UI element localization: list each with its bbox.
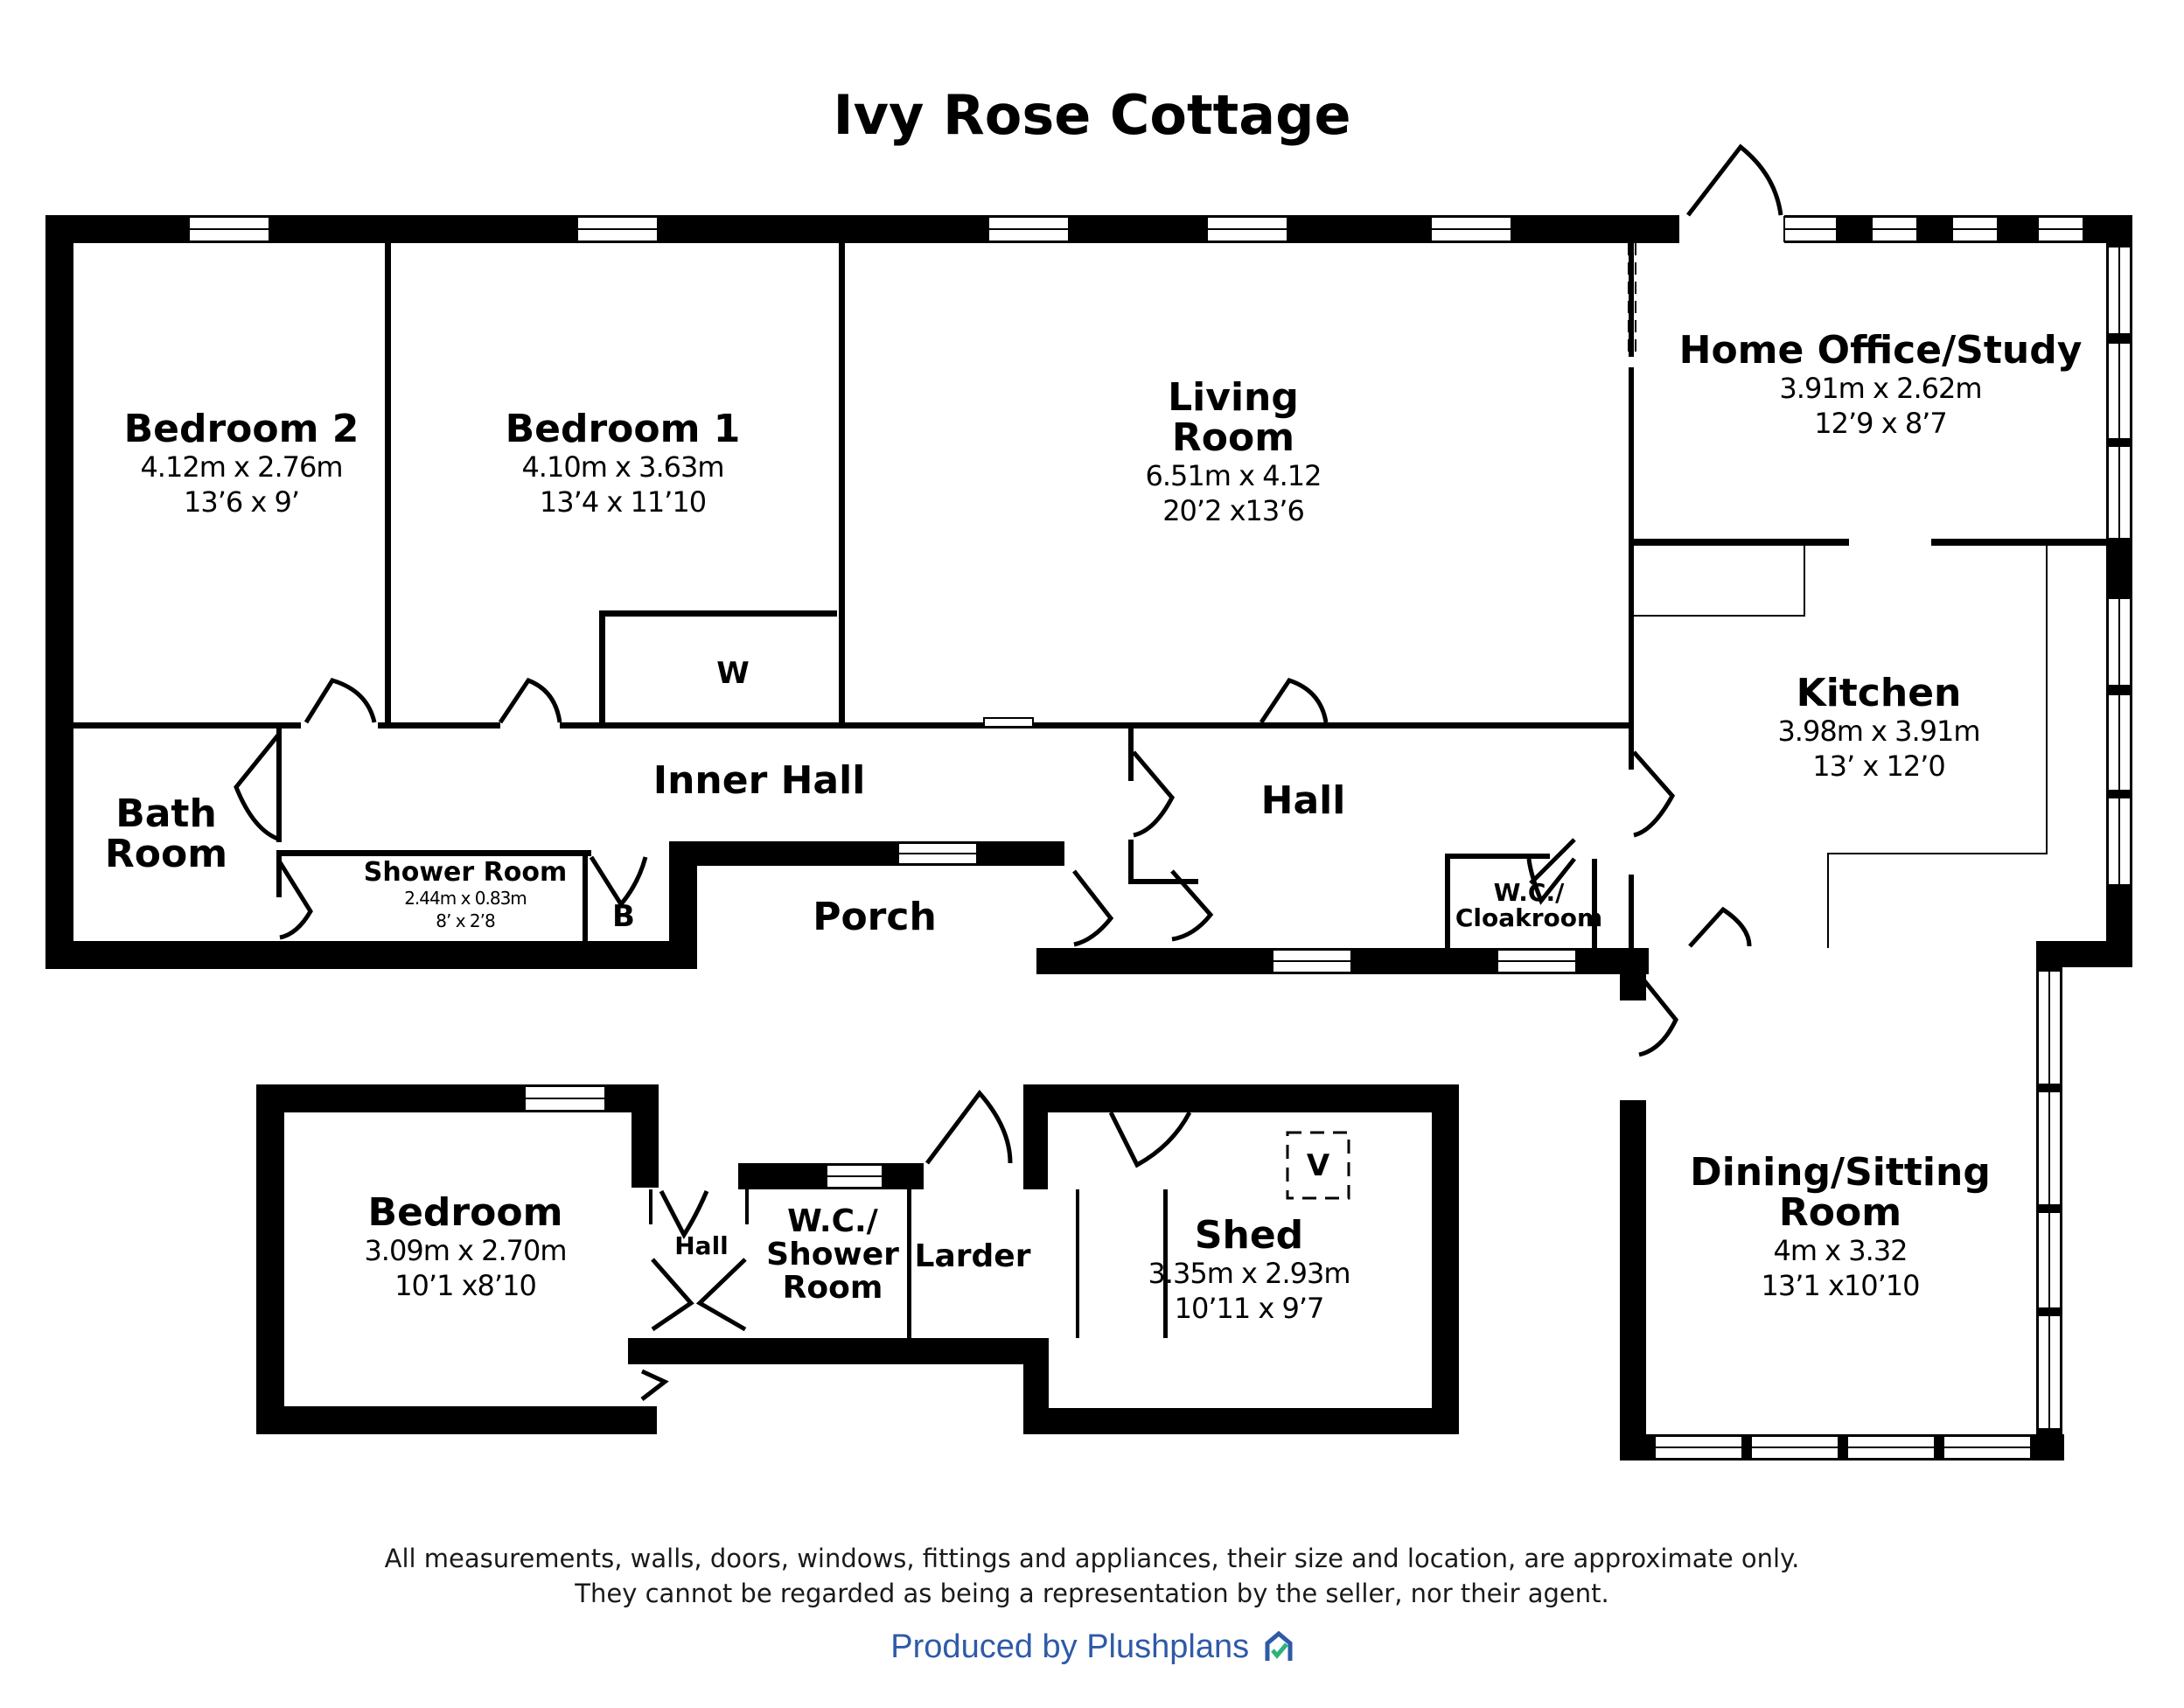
boiler-mark: B [612, 899, 635, 934]
room-shed: Shed 3.35m x 2.93m 10’11 x 9’7 [1148, 1213, 1350, 1326]
vent-box [1286, 1131, 1350, 1200]
room-name: Bedroom [367, 1190, 563, 1235]
room-annex-wc-shower: W.C./ Shower Room [766, 1205, 899, 1304]
room-annex-bedroom: Bedroom 3.09m x 2.70m 10’1 x8’10 [364, 1190, 567, 1303]
room-name-line1: W.C./ [1493, 878, 1565, 907]
page-title: Ivy Rose Cottage [833, 83, 1351, 147]
room-name: Hall [674, 1231, 729, 1260]
room-name-line2: Cloakroom [1455, 903, 1603, 933]
room-metric: 4m x 3.32 [1773, 1234, 1908, 1268]
plushplans-logo-icon [1265, 1630, 1293, 1661]
room-imperial: 8’ x 2’8 [436, 910, 495, 931]
room-imperial: 13’4 x 11’10 [539, 485, 707, 519]
room-name-line2: Room [1778, 1190, 1902, 1236]
room-living: Living Room 6.51m x 4.12 20’2 x13’6 [1145, 375, 1322, 528]
room-name: Home Office/Study [1678, 328, 2083, 373]
room-name: Porch [813, 895, 937, 939]
room-imperial: 20’2 x13’6 [1162, 494, 1305, 528]
room-name-line1: Bath [115, 791, 217, 836]
room-metric: 3.35m x 2.93m [1148, 1257, 1350, 1291]
room-imperial: 13’1 x10’10 [1761, 1269, 1921, 1303]
producer-credit: Produced by Plushplans [0, 1628, 2184, 1666]
room-name: Bedroom 1 [505, 407, 741, 451]
room-metric: 3.91m x 2.62m [1779, 372, 1982, 406]
room-imperial: 10’11 x 9’7 [1174, 1292, 1325, 1326]
room-metric: 4.12m x 2.76m [140, 450, 343, 485]
disclaimer-line-1: All measurements, walls, doors, windows,… [384, 1544, 1800, 1573]
room-hall: Hall [1260, 778, 1346, 823]
room-name-line2: Shower [766, 1236, 899, 1272]
interior-walls [73, 243, 2106, 1338]
doors [234, 143, 1783, 1401]
room-kitchen: Kitchen 3.98m x 3.91m 13’ x 12’0 [1777, 671, 1980, 784]
room-metric: 2.44m x 0.83m [404, 887, 527, 909]
room-porch: Porch [813, 895, 937, 939]
room-imperial: 10’1 x8’10 [394, 1269, 537, 1303]
room-bath: Bath Room [104, 791, 228, 877]
wardrobe-mark: W [716, 656, 750, 691]
room-name: Shower Room [363, 857, 568, 888]
room-wc-cloakroom: W.C./ Cloakroom [1455, 880, 1602, 931]
room-metric: 3.98m x 3.91m [1777, 715, 1980, 749]
room-imperial: 12’9 x 8’7 [1814, 407, 1947, 441]
room-name-line1: Dining/Sitting [1690, 1150, 1991, 1195]
room-annex-hall: Hall [674, 1231, 729, 1260]
room-metric: 6.51m x 4.12 [1145, 459, 1322, 493]
room-home-office: Home Office/Study 3.91m x 2.62m 12’9 x 8… [1678, 328, 2083, 441]
room-shower: Shower Room 2.44m x 0.83m 8’ x 2’8 [364, 859, 567, 932]
room-larder: Larder [915, 1240, 1031, 1273]
room-bedroom-2: Bedroom 2 4.12m x 2.76m 13’6 x 9’ [123, 407, 359, 519]
room-name: Shed [1194, 1213, 1304, 1258]
room-name: Larder [914, 1238, 1031, 1274]
room-imperial: 13’6 x 9’ [183, 485, 300, 519]
room-name-line3: Room [782, 1269, 883, 1306]
room-metric: 3.09m x 2.70m [364, 1234, 567, 1268]
room-metric: 4.10m x 3.63m [521, 450, 724, 485]
disclaimer: All measurements, walls, doors, windows,… [0, 1541, 2184, 1611]
room-name: Inner Hall [652, 758, 866, 803]
kitchen-worktops [1634, 546, 2048, 948]
disclaimer-line-2: They cannot be regarded as being a repre… [575, 1579, 1609, 1608]
room-name: Hall [1260, 778, 1346, 823]
vent-mark: V [1306, 1148, 1330, 1183]
room-name-line1: W.C./ [787, 1203, 878, 1239]
room-inner-hall: Inner Hall [652, 758, 866, 803]
room-bedroom-1: Bedroom 1 4.10m x 3.63m 13’4 x 11’10 [505, 407, 741, 519]
room-name-line2: Room [1171, 415, 1295, 461]
credit-text: Produced by Plushplans [890, 1628, 1250, 1665]
room-name-line2: Room [104, 832, 228, 877]
room-name: Kitchen [1796, 671, 1962, 715]
room-name-line1: Living [1168, 375, 1299, 420]
windows [188, 216, 2132, 1460]
room-name: Bedroom 2 [123, 407, 359, 451]
room-dining-sitting: Dining/Sitting Room 4m x 3.32 13’1 x10’1… [1690, 1150, 1991, 1303]
room-imperial: 13’ x 12’0 [1812, 749, 1945, 784]
